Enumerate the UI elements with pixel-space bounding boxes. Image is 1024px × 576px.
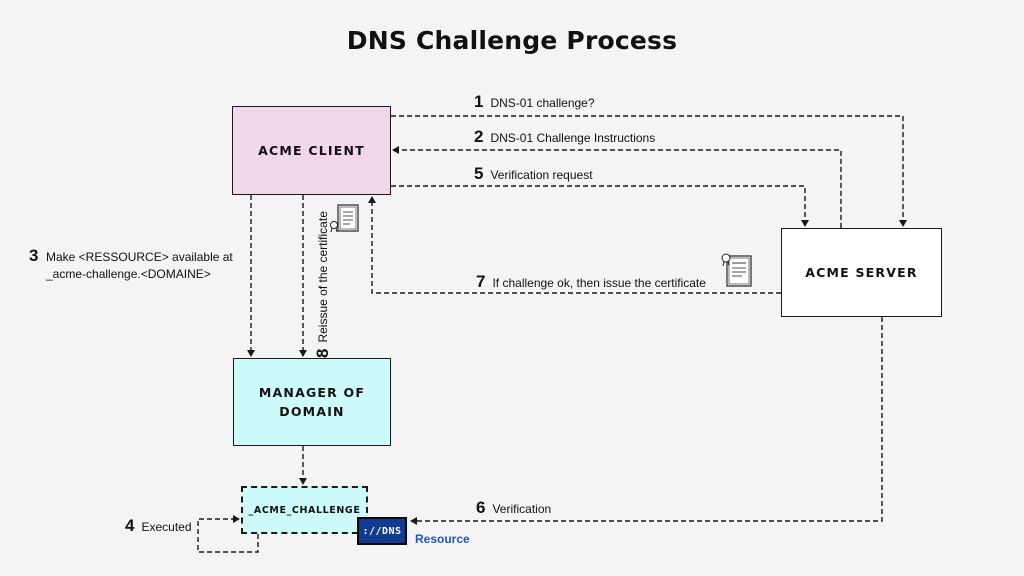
step-2-label: 2 DNS-01 Challenge Instructions xyxy=(474,127,655,147)
step-5-text: Verification request xyxy=(490,168,593,182)
dns-badge-icon: ://DNS xyxy=(357,517,407,545)
certificate-icon xyxy=(721,253,752,287)
arrow-step-4 xyxy=(197,515,259,553)
step-8-number: 8 xyxy=(313,348,332,358)
arrow-step-5 xyxy=(391,185,809,227)
step-1-number: 1 xyxy=(474,92,484,111)
step-3-text-line1: Make <RESSOURCE> available at xyxy=(46,250,233,264)
step-4-label: 4 Executed xyxy=(125,516,192,536)
step-4-text: Executed xyxy=(141,520,192,534)
manager-label: MANAGER OF DOMAIN xyxy=(258,384,366,419)
diagram-title: DNS Challenge Process xyxy=(346,26,678,55)
step-6-text: Verification xyxy=(492,502,552,516)
step-6-number: 6 xyxy=(476,498,486,517)
arrow-step-1 xyxy=(391,115,907,227)
arrow-step-7 xyxy=(368,196,781,294)
step-2-text: DNS-01 Challenge Instructions xyxy=(490,131,656,145)
acme-server-node: ACME SERVER xyxy=(781,228,942,317)
resource-label: Resource xyxy=(415,532,470,546)
step-3-text-line2: _acme-challenge.<DOMAINE> xyxy=(46,267,211,281)
step-5-number: 5 xyxy=(474,164,484,183)
acme-client-node: ACME CLIENT xyxy=(232,106,391,195)
step-3-label: 3 Make <RESSOURCE> available at _acme-ch… xyxy=(29,247,233,283)
step-1-label: 1 DNS-01 challenge? xyxy=(474,92,595,112)
arrow-step-6 xyxy=(410,317,883,525)
certificate-icon xyxy=(330,204,359,233)
step-7-label: 7 If challenge ok, then issue the certif… xyxy=(476,272,706,292)
acme-challenge-node: _ACME_CHALLENGE xyxy=(241,486,368,534)
step-3-number: 3 xyxy=(29,246,39,265)
step-5-label: 5 Verification request xyxy=(474,164,593,184)
step-6-label: 6 Verification xyxy=(476,498,551,518)
step-7-text: If challenge ok, then issue the certific… xyxy=(492,276,706,290)
step-4-number: 4 xyxy=(125,516,135,535)
step-1-text: DNS-01 challenge? xyxy=(490,96,595,110)
step-7-number: 7 xyxy=(476,272,486,291)
arrow-step-2 xyxy=(392,146,842,228)
manager-of-domain-node: MANAGER OF DOMAIN xyxy=(233,358,391,446)
step-2-number: 2 xyxy=(474,127,484,146)
